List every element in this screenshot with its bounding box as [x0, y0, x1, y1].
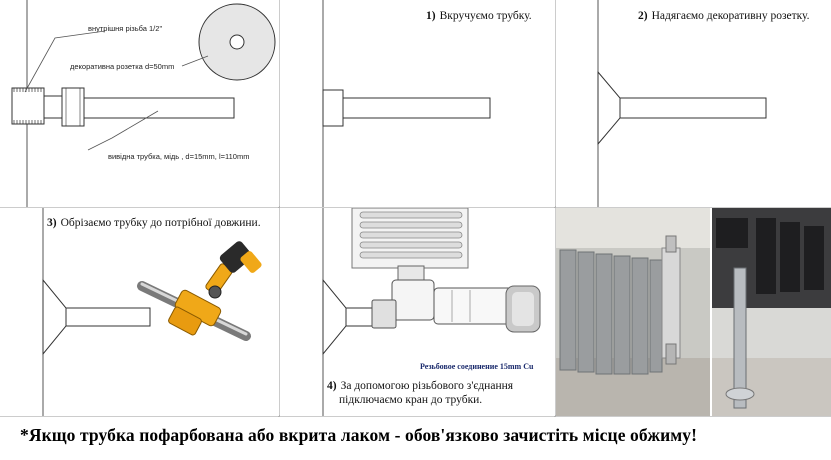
step-4-text-line1: За допомогою різьбового з'єднання: [340, 380, 514, 392]
connector-label: Резьбовое соединение 15mm Cu: [420, 362, 534, 371]
rosette-label: декоративна розетка d=50mm: [70, 62, 175, 71]
footer-note-bar: *Якщо трубка пофарбована або вкрита лако…: [0, 417, 831, 460]
thread-label: внутрішня різьба 1/2": [88, 24, 163, 33]
pipe-label: вивідна трубка, мідь , d=15mm, l=110mm: [108, 152, 250, 161]
step-4-caption: 4)За допомогою різьбового з'єднання підк…: [327, 379, 513, 407]
valve-illustration: [371, 265, 541, 333]
step-2-caption: 2)Надягаємо декоративну розетку.: [638, 10, 810, 22]
step-4-text-line2: підключаємо кран до трубки.: [339, 394, 483, 406]
schematic-drawing: [11, 0, 276, 207]
pipe-cutter-illustration: [137, 241, 262, 341]
step-1-text: Вкручуємо трубку.: [439, 10, 532, 22]
step-3-number: 3): [47, 217, 57, 229]
step-1-number: 1): [426, 10, 436, 22]
step-4-number: 4): [327, 380, 337, 392]
panel-step-4: Резьбовое соединение 15mm Cu 4)За допомо…: [280, 208, 555, 416]
panel-step-3: 3)Обрізаємо трубку до потрібної довжини.: [0, 208, 279, 416]
step-2-number: 2): [638, 10, 648, 22]
panel-photos: [556, 208, 831, 416]
panel-step-1: 1)Вкручуємо трубку.: [280, 0, 555, 207]
step-2-text: Надягаємо декоративну розетку.: [651, 10, 810, 22]
step-1-drawing: [322, 0, 491, 207]
step-3-drawing: [42, 208, 262, 416]
step-1-caption: 1)Вкручуємо трубку.: [426, 10, 532, 22]
panel-schematic: внутрішня різьба 1/2" декоративна розетк…: [0, 0, 279, 207]
step-4-drawing: [322, 208, 541, 416]
step-3-caption: 3)Обрізаємо трубку до потрібної довжини.: [47, 217, 261, 229]
photos-drawing: [556, 208, 831, 416]
radiator-illustration: [351, 208, 469, 269]
radiator-photo-left: [556, 208, 710, 416]
footer-note: *Якщо трубка пофарбована або вкрита лако…: [20, 425, 698, 445]
step-3-text: Обрізаємо трубку до потрібної довжини.: [60, 217, 261, 229]
step-2-drawing: [597, 0, 767, 207]
radiator-photo-right: [712, 208, 831, 416]
panel-step-2: 2)Надягаємо декоративну розетку.: [556, 0, 831, 207]
